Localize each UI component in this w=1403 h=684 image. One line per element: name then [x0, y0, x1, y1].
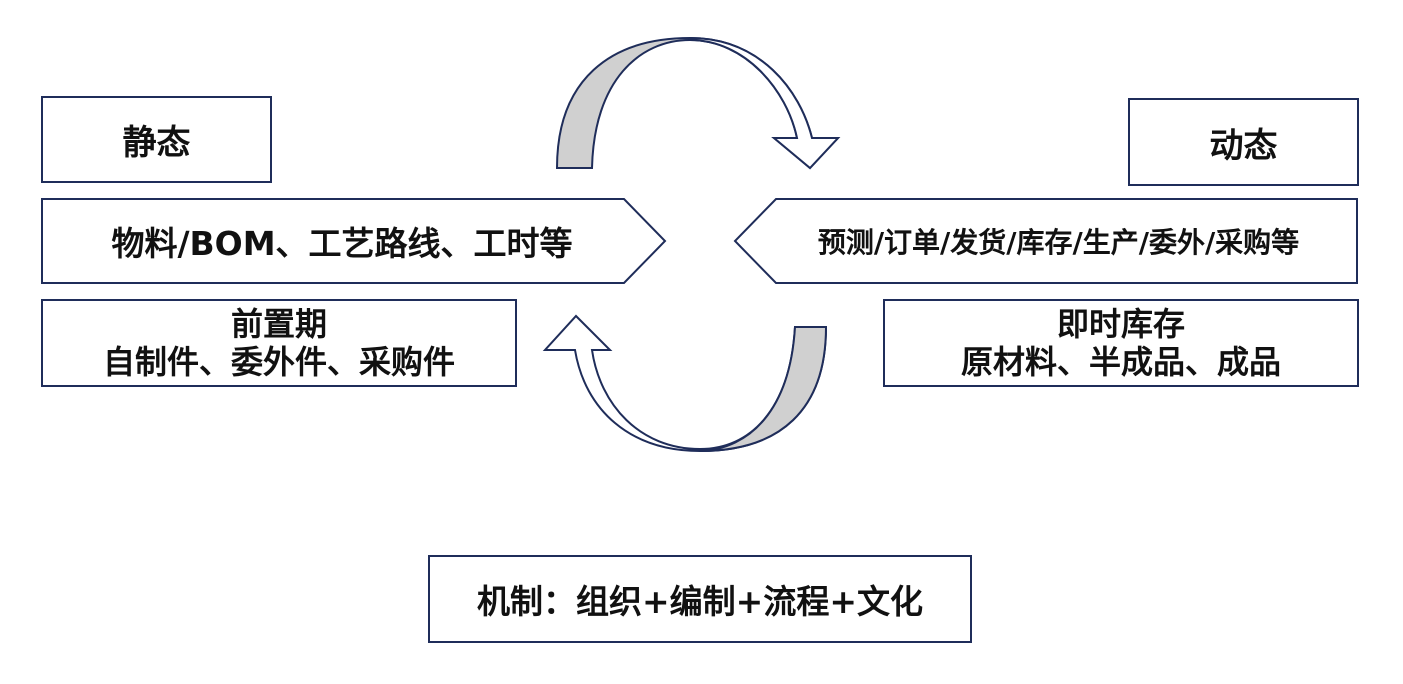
dynamic-items-arrow-shape — [733, 198, 1358, 284]
bottom-curved-arrow — [542, 314, 828, 453]
inventory-box: 即时库存 原材料、半成品、成品 — [883, 299, 1359, 387]
dynamic-items-label: 预测/订单/发货/库存/生产/委外/采购等 — [817, 226, 1300, 259]
dynamic-title-box: 动态 — [1128, 98, 1359, 186]
inventory-title: 即时库存 — [1056, 305, 1185, 343]
static-items-label-wrap: 物料/BOM、工艺路线、工时等 — [42, 199, 642, 283]
lead-time-items: 自制件、委外件、采购件 — [102, 343, 455, 381]
mechanism-box: 机制：组织+编制+流程+文化 — [428, 555, 972, 643]
dynamic-items-label-wrap: 预测/订单/发货/库存/生产/委外/采购等 — [760, 199, 1357, 283]
inventory-items: 原材料、半成品、成品 — [960, 343, 1281, 381]
static-items-label: 物料/BOM、工艺路线、工时等 — [111, 224, 573, 263]
static-title-box: 静态 — [41, 96, 272, 183]
dynamic-title: 动态 — [1209, 125, 1278, 166]
top-curved-arrow — [555, 36, 841, 170]
mechanism-label: 机制：组织+编制+流程+文化 — [477, 582, 923, 621]
lead-time-box: 前置期 自制件、委外件、采购件 — [41, 299, 517, 387]
static-items-arrow-shape — [41, 198, 667, 284]
static-title: 静态 — [122, 123, 191, 163]
lead-time-title: 前置期 — [230, 305, 327, 343]
